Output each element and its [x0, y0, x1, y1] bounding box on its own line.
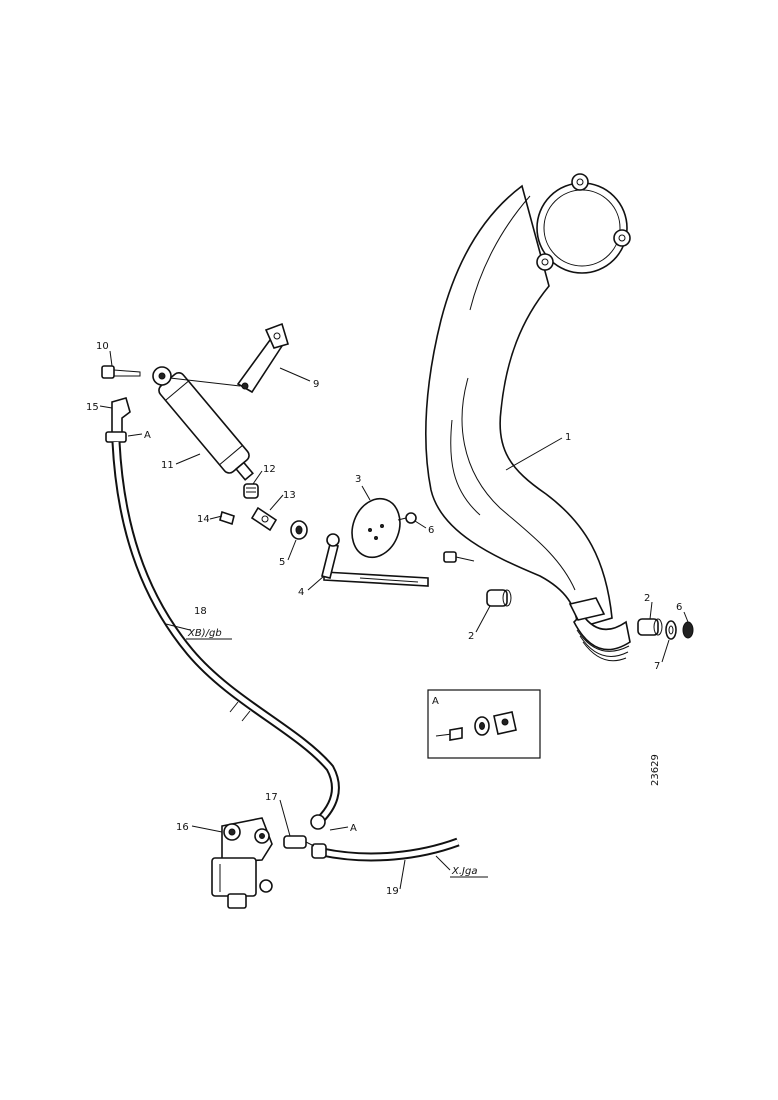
- bushing-right: [637, 618, 663, 636]
- detail-inset: A: [427, 689, 541, 759]
- callout-4: 4: [298, 587, 304, 598]
- disc-screw: [397, 512, 417, 524]
- callout-2-right: 2: [644, 593, 650, 604]
- hose-code-upper: XB)/gb: [187, 628, 222, 639]
- callout-3: 3: [355, 474, 361, 485]
- pivot-bolt: [101, 365, 141, 379]
- callout-6-disc: 6: [428, 525, 434, 536]
- hose-code-lower: X.Jga: [451, 866, 477, 877]
- bracket: [169, 322, 289, 394]
- callout-13: 13: [283, 490, 296, 501]
- link-rod: [250, 506, 278, 532]
- inset-title: A: [432, 696, 439, 707]
- callout-detail-a-upper: A: [144, 430, 151, 441]
- bushing-left: [486, 589, 512, 607]
- callout-7: 7: [654, 661, 660, 672]
- callout-10: 10: [96, 341, 109, 352]
- callout-18: 18: [194, 606, 207, 617]
- callout-detail-a-lower: A: [350, 823, 357, 834]
- elbow-fitting: [105, 397, 131, 443]
- nut: [682, 621, 694, 639]
- callout-9: 9: [313, 379, 319, 390]
- solenoid-valve: [211, 817, 273, 909]
- callouts: 10 9 15 A 11 12 13 14 3 6 5 4 1 2 2 6 7 …: [86, 341, 682, 897]
- callout-11: 11: [161, 460, 174, 471]
- clip: [219, 510, 235, 526]
- callout-15: 15: [86, 402, 99, 413]
- callout-14: 14: [197, 514, 210, 525]
- callout-5: 5: [279, 557, 285, 568]
- callout-2-left: 2: [468, 631, 474, 642]
- intake-pipe: [424, 173, 631, 662]
- vacuum-cylinder: [152, 366, 254, 481]
- mounting-bolt: [443, 551, 475, 563]
- spring-nut: [243, 483, 259, 499]
- leader-lines: [99, 350, 689, 890]
- lever-shaft: [321, 533, 429, 587]
- callout-19: 19: [386, 886, 399, 897]
- small-bushing: [290, 520, 308, 540]
- vacuum-hose-upper: [111, 441, 340, 830]
- callout-16: 16: [176, 822, 189, 833]
- vacuum-hose-lower: [311, 837, 460, 862]
- connector: [283, 835, 315, 849]
- callout-12: 12: [263, 464, 276, 475]
- callout-6-nut: 6: [676, 602, 682, 613]
- callout-1: 1: [565, 432, 571, 443]
- throttle-disc: [351, 497, 401, 559]
- washer: [665, 620, 677, 640]
- drawing-number: 23629: [650, 754, 661, 786]
- callout-17: 17: [265, 792, 278, 803]
